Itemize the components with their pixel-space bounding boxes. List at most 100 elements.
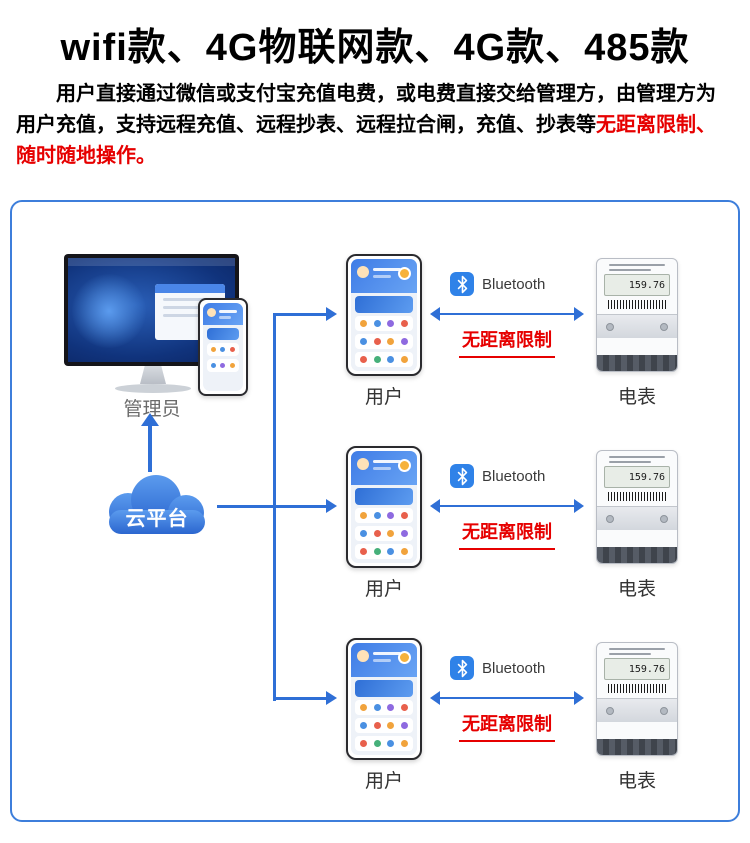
app-icon-dot (360, 530, 368, 537)
text-placeholder (373, 275, 391, 278)
app-icon-dot (360, 512, 368, 519)
phone-app-header (351, 451, 417, 485)
user-label: 用户 (364, 771, 403, 792)
app-icon-dot (387, 320, 395, 327)
meter-terminals (597, 547, 677, 563)
bidirectional-arrow (430, 499, 584, 513)
meter-text-line (609, 269, 651, 271)
meter-label: 电表 (617, 579, 656, 600)
text-placeholder (373, 652, 401, 655)
meter-text-line (609, 653, 651, 655)
text-placeholder (373, 659, 391, 662)
phone-icon-card (355, 508, 413, 523)
monitor-window-line (163, 314, 217, 317)
bluetooth-badge: Bluetooth (450, 656, 545, 680)
admin-label: 管理员 (123, 399, 181, 420)
phone-icon-card (355, 352, 413, 367)
avatar (207, 308, 216, 317)
app-icon-dot (387, 548, 395, 555)
app-icon-dot (400, 512, 408, 519)
bluetooth-label: Bluetooth (482, 275, 546, 293)
text-placeholder (219, 310, 237, 313)
app-icon-dot (400, 740, 408, 747)
meter-barcode (608, 492, 666, 501)
app-icon-dot (373, 530, 381, 537)
phone-icon-card (207, 359, 239, 372)
branch-arrow (273, 691, 337, 705)
app-icon-dot (373, 740, 381, 747)
bluetooth-badge: Bluetooth (450, 272, 545, 296)
app-icon-dot (373, 338, 381, 345)
user-label: 用户 (364, 579, 403, 600)
meter-text-line (609, 461, 651, 463)
bluetooth-icon (450, 464, 474, 488)
header-badge (398, 267, 411, 280)
meter-reading: 159.76 (628, 472, 665, 483)
bluetooth-icon (450, 272, 474, 296)
meter-label: 电表 (617, 771, 656, 792)
header-badge (398, 651, 411, 664)
phone-icon-card (207, 343, 239, 356)
phone-app-header (203, 303, 243, 325)
meter-text-line (609, 456, 665, 458)
connection-row: 用户 Bluetooth 无距离限制 159.76 电表 (12, 254, 738, 408)
cloud-icon (109, 475, 205, 534)
app-icon-dot (360, 740, 368, 747)
intro-paragraph: 用户直接通过微信或支付宝充值电费，或电费直接交给管理方，由管理方为用户充值，支持… (16, 79, 734, 172)
monitor-globe-graphic (72, 274, 146, 348)
branch-arrow (273, 307, 337, 321)
app-icon-dot (387, 740, 395, 747)
phone-icon-card (355, 316, 413, 331)
user-phone-graphic (346, 638, 422, 760)
cloud-label: 云平台 (125, 508, 189, 530)
phone-icon-card (355, 526, 413, 541)
meter-graphic: 159.76 (596, 258, 678, 372)
bluetooth-icon (450, 656, 474, 680)
meter-graphic: 159.76 (596, 642, 678, 756)
app-icon-dot (387, 512, 395, 519)
app-icon-dot (360, 356, 368, 363)
app-icon-dot (360, 338, 368, 345)
phone-icon-card (355, 334, 413, 349)
app-icon-dot (387, 356, 395, 363)
phone-app-header (351, 643, 417, 677)
range-limit-label: 无距离限制 (428, 326, 586, 358)
monitor-window-header (155, 284, 225, 293)
app-icon-dot (211, 363, 217, 368)
admin-phone-graphic (198, 298, 248, 396)
range-limit-text: 无距离限制 (459, 326, 555, 358)
avatar (357, 650, 369, 662)
bidirectional-arrow (430, 691, 584, 705)
screw-icon (606, 515, 614, 523)
app-icon-dot (360, 722, 368, 729)
meter-text-line (609, 648, 665, 650)
avatar (357, 266, 369, 278)
app-icon-dot (360, 548, 368, 555)
connection-row: 用户 Bluetooth 无距离限制 159.76 电表 (12, 638, 738, 792)
up-arrow-icon (141, 413, 159, 426)
diagram-frame: 管理员 云平台 (10, 200, 740, 822)
app-icon-dot (400, 320, 408, 327)
meter-barcode (608, 684, 666, 693)
meter-cover (597, 698, 677, 722)
branch-arrow (273, 499, 337, 513)
up-arrow-line (148, 426, 152, 472)
app-icon-dot (211, 347, 217, 352)
connection-row: 用户 Bluetooth 无距离限制 159.76 电表 (12, 446, 738, 600)
monitor-topbar (68, 258, 235, 266)
app-icon-dot (400, 530, 408, 537)
meter-lcd: 159.76 (604, 466, 670, 488)
intro-highlight: 无距离限制、随时随地操作。 (16, 114, 716, 167)
meter-barcode (608, 300, 666, 309)
screw-icon (660, 707, 668, 715)
phone-app-header (351, 259, 417, 293)
phone-banner-card (355, 488, 413, 505)
intro-text: 用户直接通过微信或支付宝充值电费，或电费直接交给管理方，由管理方为用户充值，支持… (16, 83, 716, 136)
bluetooth-label: Bluetooth (482, 659, 546, 677)
bluetooth-label: Bluetooth (482, 467, 546, 485)
screw-icon (660, 515, 668, 523)
meter-terminals (597, 355, 677, 371)
app-icon-dot (229, 363, 235, 368)
app-icon-dot (220, 363, 226, 368)
text-placeholder (373, 460, 401, 463)
